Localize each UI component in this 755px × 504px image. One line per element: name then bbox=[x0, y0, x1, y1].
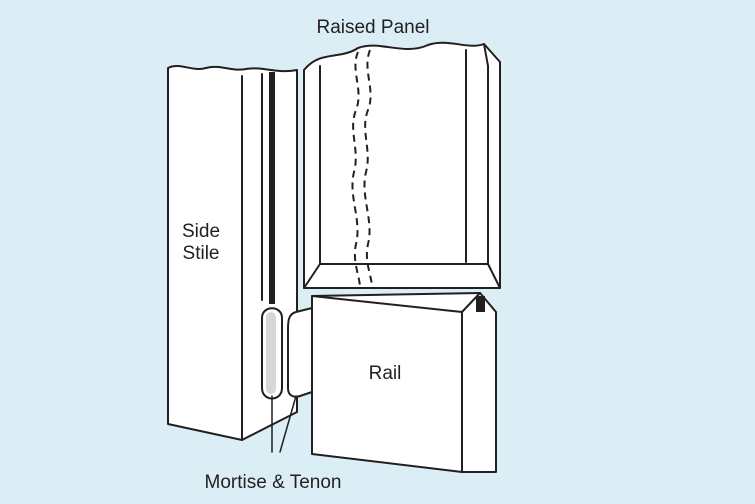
rail bbox=[311, 292, 497, 473]
panel-break-line-left bbox=[351, 51, 361, 289]
mortise-tenon-leaders bbox=[271, 395, 297, 453]
panel-bevel-bottom-right bbox=[487, 263, 501, 289]
raised-panel bbox=[303, 41, 501, 289]
label-raised-panel: Raised Panel bbox=[316, 17, 429, 38]
leader-to-tenon bbox=[279, 395, 297, 453]
label-mortise-tenon: Mortise & Tenon bbox=[205, 472, 342, 493]
panel-break-line-right bbox=[363, 49, 373, 289]
panel-groove bbox=[269, 72, 275, 304]
side-stile bbox=[167, 65, 298, 441]
panel-bevel-top-right bbox=[483, 43, 489, 67]
rail-top-front-edge bbox=[311, 295, 463, 313]
label-stile: Stile bbox=[183, 243, 220, 264]
rail-body bbox=[311, 292, 497, 473]
side-stile-body bbox=[167, 65, 298, 441]
tenon-body bbox=[287, 307, 313, 398]
mortise-depth bbox=[266, 312, 276, 394]
panel-field bbox=[319, 65, 489, 265]
tenon bbox=[287, 307, 313, 398]
rail-groove bbox=[476, 296, 485, 312]
raised-panel-body bbox=[303, 41, 501, 289]
label-rail: Rail bbox=[369, 363, 402, 384]
label-side: Side bbox=[182, 221, 220, 242]
mortise-slot bbox=[261, 307, 283, 400]
panel-bevel-bottom-left bbox=[303, 263, 321, 289]
